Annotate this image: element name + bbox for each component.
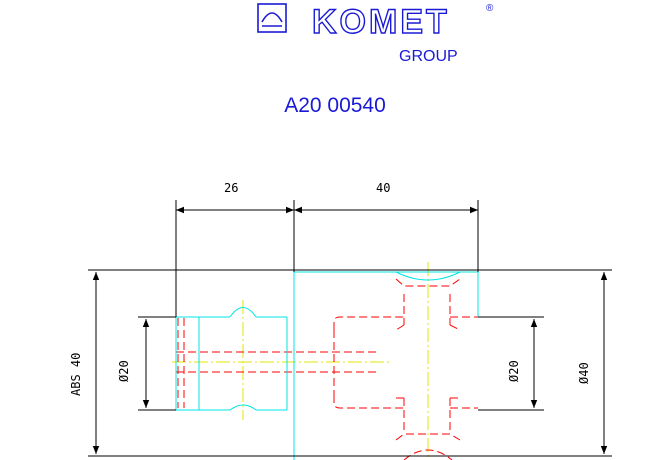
dimension-lines [88, 200, 612, 457]
logo-registered-mark: ® [486, 3, 494, 14]
logo-emblem-icon [257, 3, 287, 33]
hidden-lines [176, 278, 478, 460]
logo-brand-text: KOMET [312, 3, 450, 41]
komet-logo: KOMET ® GROUP [257, 2, 494, 65]
dim-dia20-left-label: Ø20 [117, 360, 131, 382]
dim-40-label: 40 [376, 181, 390, 195]
logo-group-text: GROUP [399, 48, 458, 65]
dim-dia40-label: Ø40 [577, 362, 591, 384]
dim-26-label: 26 [224, 181, 238, 195]
part-outline [175, 271, 479, 460]
dim-abs40-label: ABS 40 [69, 353, 83, 396]
part-number: A20 00540 [284, 94, 386, 117]
dim-dia20-right-label: Ø20 [507, 360, 521, 382]
centerlines [172, 262, 429, 460]
